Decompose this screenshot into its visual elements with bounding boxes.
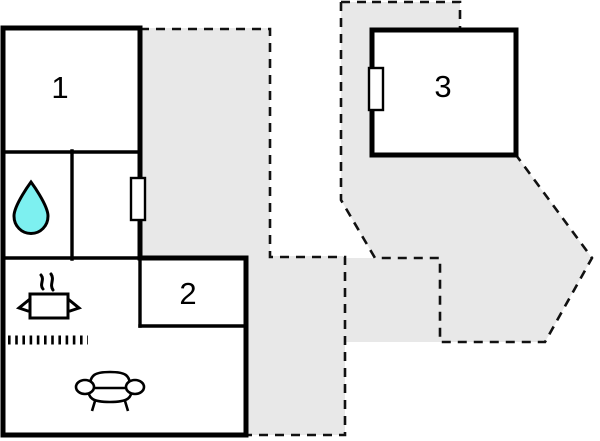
sofa-icon (74, 370, 146, 412)
water-drop-icon (12, 179, 50, 236)
unit-1-outline (0, 25, 249, 438)
room-label-1: 1 (51, 70, 68, 105)
terrace-areas (140, 2, 592, 435)
terrace-outline-left (140, 27, 347, 437)
terrace-area-left (140, 28, 345, 435)
terrace-outlines (140, 0, 594, 437)
unit-1-interior-walls (1, 149, 248, 328)
door-icon[interactable] (129, 176, 147, 222)
terrace-area-right (330, 2, 592, 342)
room-label-2: 2 (179, 276, 196, 311)
unit-3-walls (369, 27, 519, 158)
room-label-3: 3 (434, 69, 451, 104)
unit-3-outline (369, 27, 519, 158)
unit-1-walls (0, 25, 249, 438)
doors (129, 66, 385, 222)
door-icon[interactable] (367, 66, 385, 112)
terrace-outline-right (339, 0, 594, 344)
stove-pot-icon (15, 272, 83, 320)
